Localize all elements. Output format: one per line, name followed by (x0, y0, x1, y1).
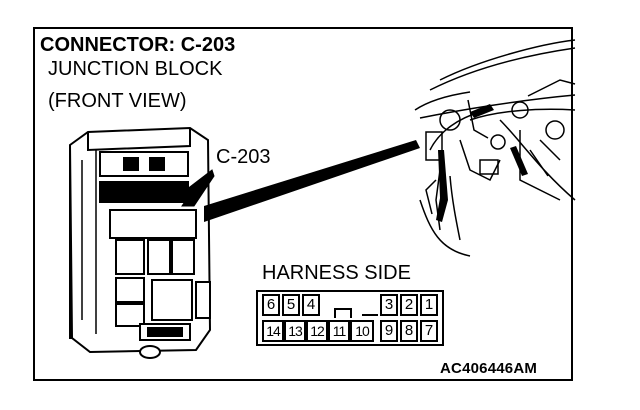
pin-cell: 1 (420, 294, 438, 316)
pin-cell: 12 (306, 320, 328, 342)
connector-latch (322, 294, 362, 318)
vehicle-dashboard-drawing (414, 39, 576, 257)
pin-cell: 11 (328, 320, 350, 342)
pin-cell: 5 (282, 294, 300, 316)
pin-cell: 2 (400, 294, 418, 316)
latch-notch (334, 308, 352, 318)
connector-callout-label: C-203 (216, 146, 271, 168)
view-label: (FRONT VIEW) (48, 90, 187, 112)
pin-cell: 8 (400, 320, 418, 342)
connector-outline (256, 290, 444, 346)
pin-cell: 7 (420, 320, 438, 342)
location-wedge (204, 140, 420, 222)
component-name: JUNCTION BLOCK (48, 58, 223, 80)
pin-cell: 9 (380, 320, 398, 342)
pin-cell: 3 (380, 294, 398, 316)
figure-code: AC406446AM (440, 360, 538, 377)
pin-cell: 6 (262, 294, 280, 316)
junction-block-drawing (68, 126, 212, 359)
callout-arrow (177, 169, 215, 207)
harness-side-label: HARNESS SIDE (262, 262, 411, 284)
pin-cell: 4 (302, 294, 320, 316)
vehicle-dashboard-shading (436, 104, 528, 222)
pin-cell: 13 (284, 320, 306, 342)
pin-gap (362, 294, 378, 316)
pin-cell: 14 (262, 320, 284, 342)
connector-title: CONNECTOR: C-203 (40, 34, 236, 56)
pin-cell: 10 (350, 320, 374, 342)
